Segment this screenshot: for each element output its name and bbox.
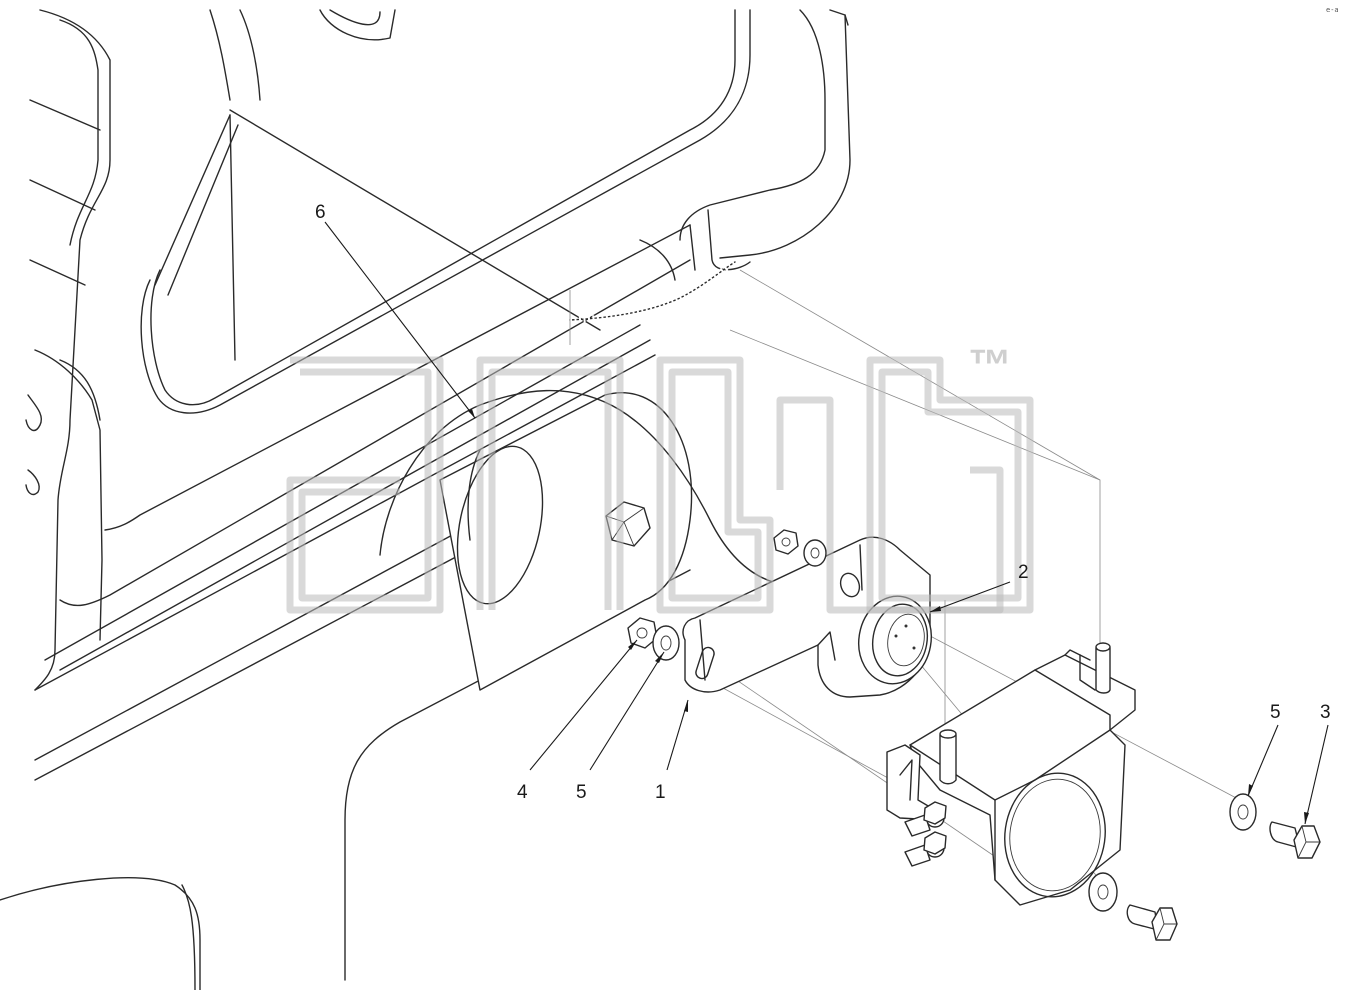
callout-5-left: 5 [576, 782, 587, 803]
washer-part-5-right [1229, 793, 1257, 831]
lower-bolt [1126, 904, 1178, 941]
lower-washer [1088, 872, 1118, 912]
trademark-symbol: ™ [968, 341, 1012, 390]
watermark-logo: ™ [286, 341, 1034, 614]
relay-housing [886, 642, 1136, 906]
callout-1: 1 [655, 782, 666, 803]
washer-part-5-left [652, 625, 680, 661]
corner-code: e-a [1326, 6, 1339, 14]
leader-lines [324, 221, 1329, 825]
callout-4: 4 [517, 782, 528, 803]
callout-5-right: 5 [1270, 702, 1281, 723]
callout-2: 2 [1018, 562, 1029, 583]
bolt-part-3 [1269, 821, 1321, 859]
callout-6: 6 [315, 202, 326, 223]
alignment-lines [569, 269, 1241, 881]
upper-nut-washer [773, 529, 827, 567]
wiring-harness [569, 259, 737, 323]
callout-3: 3 [1320, 702, 1331, 723]
